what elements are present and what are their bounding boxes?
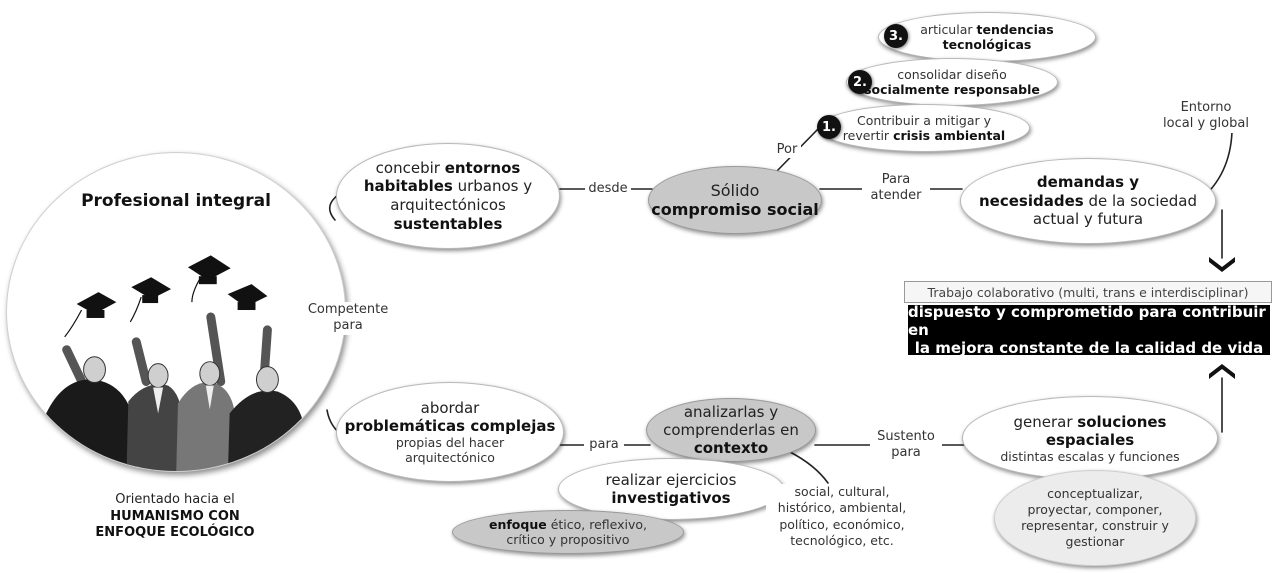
para-atender-label: Para atender — [862, 172, 930, 205]
orientation-line: Orientado hacia el — [115, 491, 235, 507]
orientation-bold-2: ENFOQUE ECOLÓGICO — [95, 525, 255, 541]
compromiso-line2: compromiso social — [651, 200, 819, 219]
contexts-l2: histórico, ambiental, — [777, 500, 907, 516]
por-label: Por — [773, 142, 801, 159]
badge-1: 1. — [817, 115, 841, 139]
chevron-up-icon — [1209, 364, 1235, 379]
actions-l2: proyectar, componer, — [1027, 501, 1163, 517]
sustento-line2: para — [891, 445, 921, 461]
contexts-l3: político, económico, — [779, 516, 905, 532]
demandas-node: demandas y necesidades de la sociedad ac… — [960, 158, 1216, 244]
realizar-node: realizar ejercicios investigativos — [558, 458, 784, 520]
abordar-b1: problemáticas complejas — [344, 417, 556, 435]
graduates-illustration — [35, 255, 307, 471]
analizarlas-bold: contexto — [693, 439, 769, 457]
item-3-ellipse: articular tendencias tecnológicas — [878, 12, 1096, 62]
item-2-ellipse: consolidar diseño socialmente responsabl… — [846, 58, 1058, 106]
contexts-l1: social, cultural, — [794, 484, 890, 499]
realizar-bold: investigativos — [611, 489, 731, 507]
actions-node: conceptualizar, proyectar, componer, rep… — [994, 470, 1196, 566]
actions-l1: conceptualizar, — [1047, 485, 1143, 501]
enfoque-bold: enfoque — [488, 517, 547, 532]
analizarlas-node: analizarlas y comprenderlas en contexto — [646, 398, 816, 462]
generar-w1: generar — [1013, 412, 1078, 431]
demandas-b2: necesidades — [979, 191, 1084, 210]
item-3-b1: tendencias — [976, 22, 1054, 37]
abordar-s1: propias del hacer — [395, 435, 505, 450]
badge-2: 2. — [848, 70, 872, 94]
orientation-text: Orientado hacia el HUMANISMO CON ENFOQUE… — [70, 488, 280, 546]
competente-line1: Competente — [307, 302, 389, 317]
enfoque-node: enfoque ético, reflexivo, crítico y prop… — [452, 510, 684, 554]
orientation-bold-1: HUMANISMO CON — [110, 508, 240, 524]
concebir-w3: arquitectónicos — [390, 196, 506, 214]
item-3-t1: articular — [920, 22, 977, 37]
sustento-line1: Sustento — [877, 429, 935, 444]
compromiso-node: Sólido compromiso social — [648, 166, 822, 234]
demandas-w3: actual y futura — [1032, 210, 1144, 229]
abordar-s2: arquitectónico — [405, 450, 495, 465]
generar-b1: soluciones — [1077, 412, 1167, 431]
sustento-label: Sustento para — [870, 429, 942, 462]
item-1-b2: crisis ambiental — [893, 128, 1006, 143]
demandas-b1: demandas y — [1036, 172, 1140, 191]
profesional-integral-circle: Profesional integral — [6, 152, 346, 472]
concebir-b1: entornos — [444, 158, 521, 177]
badge-3: 3. — [884, 24, 908, 48]
dispuesto-box: dispuesto y comprometido para contribuir… — [908, 303, 1270, 357]
concebir-node: concebir entornos habitables urbanos y a… — [336, 143, 560, 249]
actions-l4: gestionar — [1065, 534, 1125, 550]
dispuesto-line2: la mejora constante de la calidad de vid… — [914, 339, 1264, 357]
contexts-l4: tecnológico, etc. — [790, 532, 894, 548]
item-1-t1: Contribuir a mitigar y — [856, 113, 991, 128]
dispuesto-line1: dispuesto y comprometido para contribuir… — [908, 303, 1266, 339]
desde-label: desde — [585, 181, 631, 198]
entorno-line2: local y global — [1163, 116, 1249, 132]
compromiso-line1: Sólido — [710, 180, 760, 200]
enfoque-w1: ético, reflexivo, — [546, 517, 648, 532]
item-2-b2: socialmente responsable — [864, 82, 1040, 97]
competente-line2: para — [333, 318, 363, 334]
actions-l3: representar, construir y — [1021, 518, 1169, 533]
competente-label: Competente para — [302, 302, 394, 335]
chevron-down-icon — [1209, 257, 1235, 272]
item-2-t1: consolidar diseño — [897, 67, 1007, 82]
analizarlas-line2: comprenderlas en — [663, 421, 799, 439]
generar-node: generar soluciones espaciales distintas … — [962, 396, 1218, 480]
entorno-line1: Entorno — [1180, 100, 1232, 115]
trabajo-colaborativo-box: Trabajo colaborativo (multi, trans e int… — [904, 281, 1272, 303]
concebir-w1: concebir — [375, 158, 445, 177]
para-label: para — [584, 437, 624, 454]
generar-b2: espaciales — [1045, 430, 1135, 449]
abordar-node: abordar problemáticas complejas propias … — [336, 382, 564, 482]
para-atender-line2: atender — [870, 188, 922, 204]
entorno-label: Entorno local y global — [1146, 100, 1266, 133]
realizar-line1: realizar ejercicios — [605, 471, 737, 489]
generar-s1: distintas escalas y funciones — [1000, 448, 1180, 464]
item-1-t2: revertir — [842, 128, 894, 143]
main-title: Profesional integral — [81, 191, 271, 211]
para-atender-line1: Para — [881, 172, 911, 187]
contexts-list: social, cultural, histórico, ambiental, … — [766, 484, 918, 549]
item-1-ellipse: Contribuir a mitigar y revertir crisis a… — [818, 104, 1030, 152]
concebir-b2: habitables — [363, 177, 453, 196]
concebir-b3: sustentables — [393, 214, 503, 233]
concebir-w2: urbanos y — [452, 177, 533, 196]
item-3-b2: tecnológicas — [942, 37, 1032, 52]
demandas-w2: de la sociedad — [1083, 191, 1197, 210]
enfoque-w2: crítico y propositivo — [506, 532, 630, 547]
analizarlas-line1: analizarlas y — [683, 403, 779, 421]
abordar-w1: abordar — [420, 399, 480, 417]
